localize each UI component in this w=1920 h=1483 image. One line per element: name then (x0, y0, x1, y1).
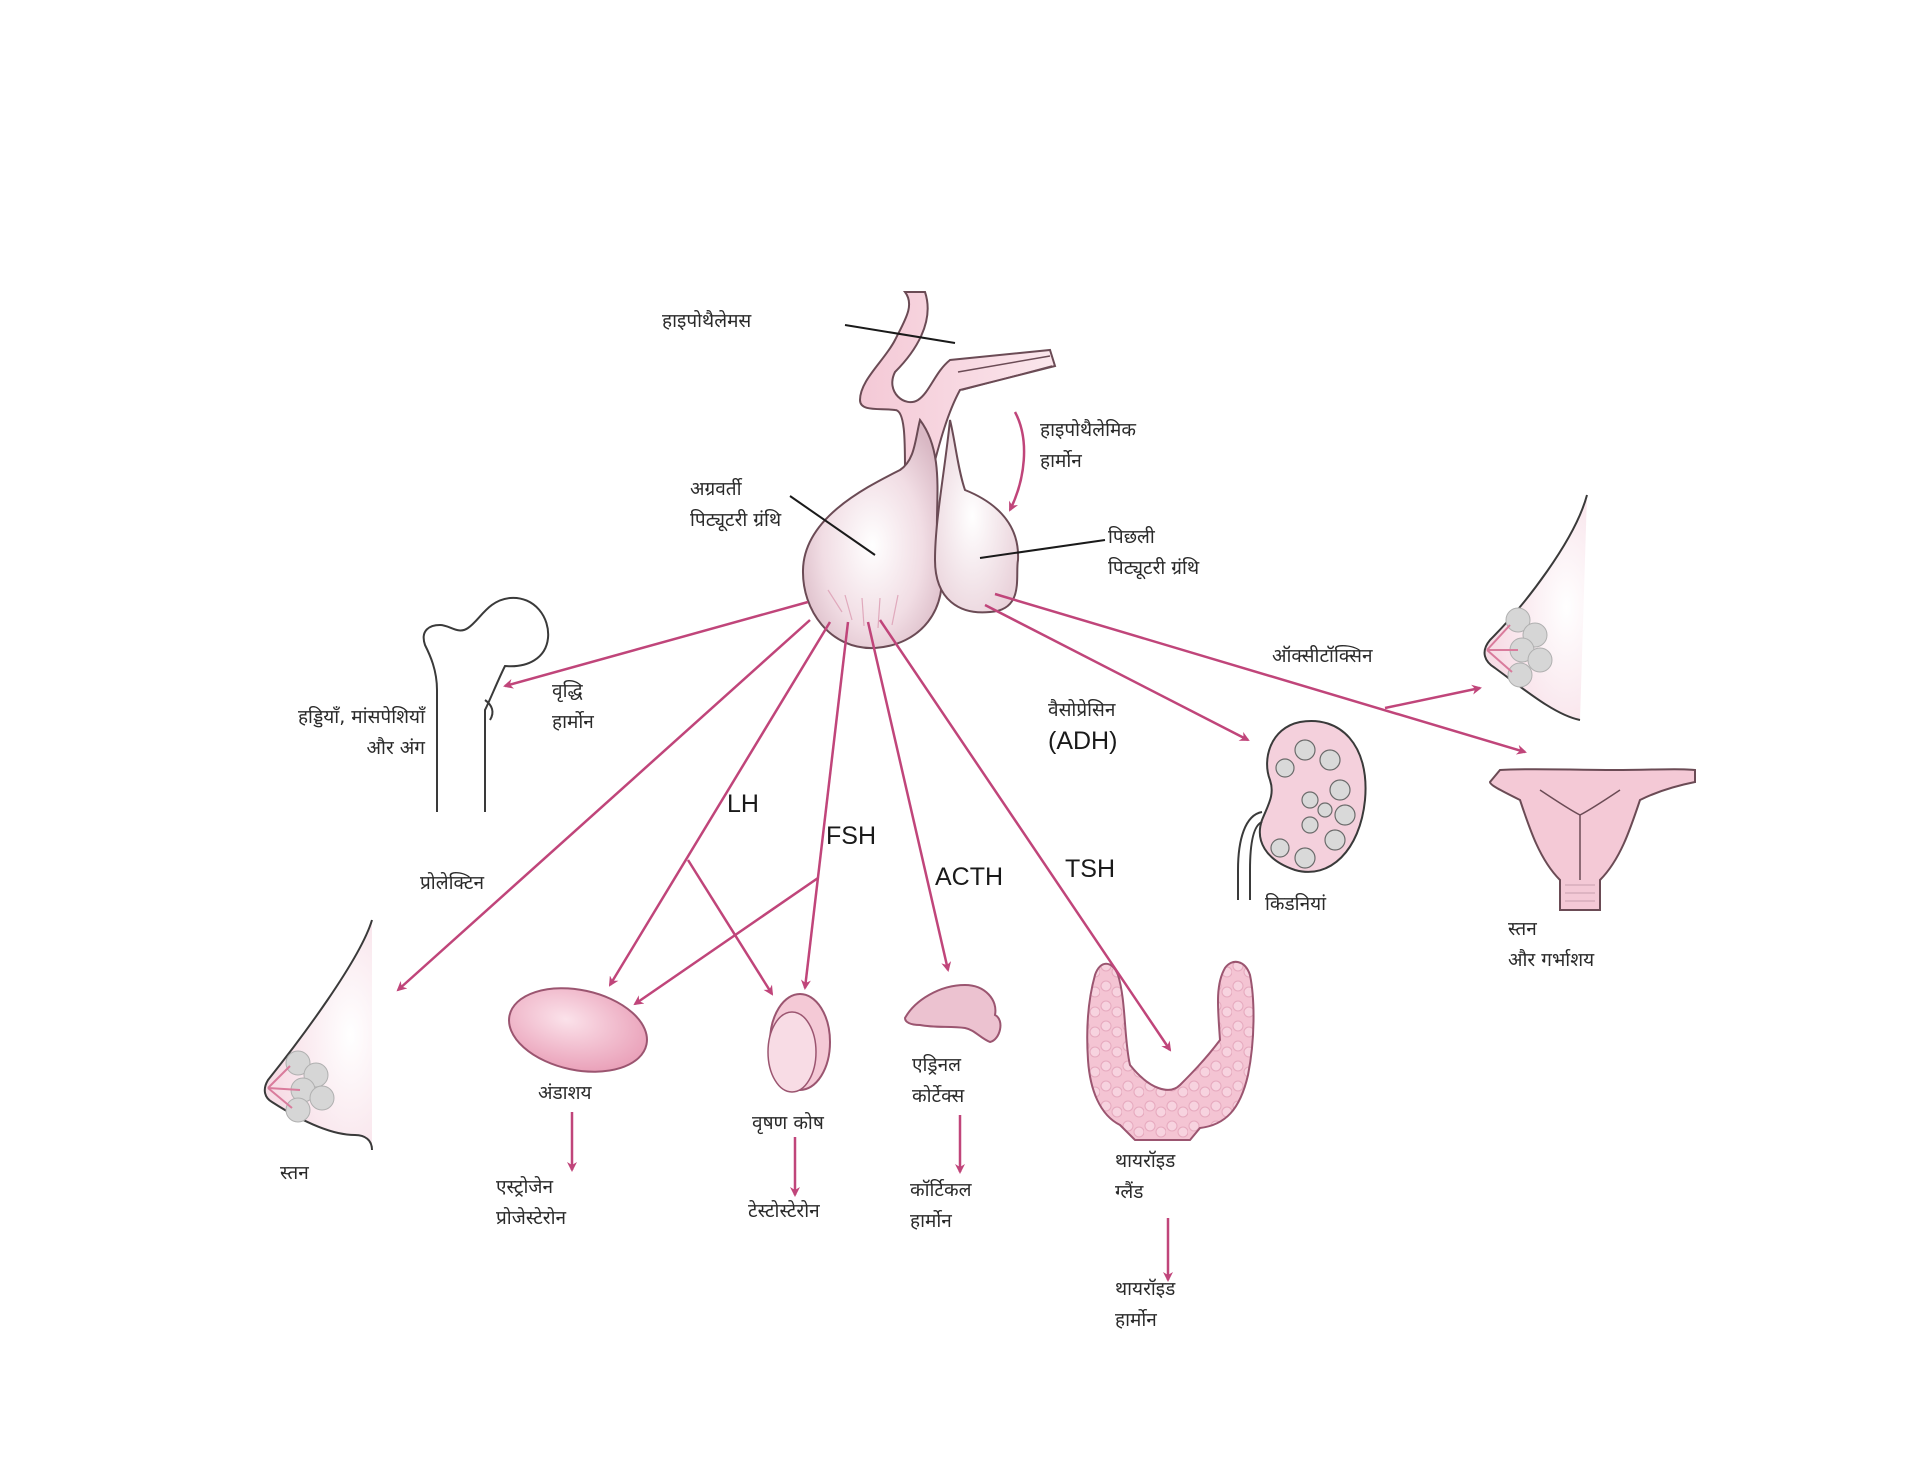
hormone-arrows (396, 592, 1527, 1282)
pituitary-illustration (801, 291, 1057, 650)
estrogen-progesterone-label: एस्ट्रोजेन प्रोजेस्टेरोन (496, 1176, 567, 1229)
acth-label: ACTH (935, 863, 1004, 891)
thyroid-hormone-label: थायरॉइड हार्मोन (1115, 1278, 1176, 1331)
breast-uterus-label: स्तन और गर्भाशय (1508, 918, 1595, 971)
adh-label: (ADH) (1048, 727, 1118, 755)
hypothalamic-hormone-label: हाइपोथैलेमिक हार्मोन (1040, 419, 1136, 472)
tsh-label: TSH (1065, 855, 1115, 883)
ovary-icon (508, 987, 648, 1073)
hypothalamic-hormone-arrow (1008, 411, 1026, 512)
posterior-pituitary-label: पिछली पिट्यूटरी ग्रंथि (1108, 526, 1200, 579)
breast-icon-left (263, 919, 373, 1151)
adrenal-cortex-label: एड्रिनल कोर्टेक्स (912, 1054, 965, 1107)
thyroid-gland-label: थायरॉइड ग्लैंड (1115, 1150, 1176, 1203)
thyroid-icon (1086, 960, 1255, 1141)
bones-muscles-organs-label: हड्डियाँ, मांसपेशियाँ और अंग (297, 706, 425, 759)
testes-label: वृषण कोष (752, 1112, 824, 1134)
leader-lines (789, 324, 1106, 559)
testis-icon (767, 993, 831, 1093)
uterus-icon (1488, 768, 1696, 911)
breast-label: स्तन (280, 1162, 309, 1184)
anterior-pituitary-label: अग्रवर्ती पिट्यूटरी ग्रंथि (690, 478, 782, 531)
ovary-label: अंडाशय (538, 1082, 592, 1104)
fsh-label: FSH (826, 822, 876, 850)
prolactin-label: प्रोलेक्टिन (420, 872, 485, 894)
breast-icon-right (1483, 494, 1588, 721)
cortical-hormone-label: कॉर्टिकल हार्मोन (910, 1179, 972, 1232)
testosterone-label: टेस्टोस्टेरोन (748, 1200, 820, 1222)
adrenal-icon (903, 983, 1002, 1044)
hypothalamus-label: हाइपोथैलेमस (662, 310, 752, 332)
kidney-icon (1237, 720, 1367, 900)
lh-label: LH (727, 790, 759, 818)
growth-hormone-label: वृद्धि हार्मोन (552, 680, 594, 733)
femur-icon (422, 596, 550, 812)
vasopressin-label: वैसोप्रेसिन (1048, 699, 1116, 721)
oxytocin-label: ऑक्सीटॉक्सिन (1272, 645, 1373, 667)
kidneys-label: किडनियां (1265, 893, 1327, 915)
